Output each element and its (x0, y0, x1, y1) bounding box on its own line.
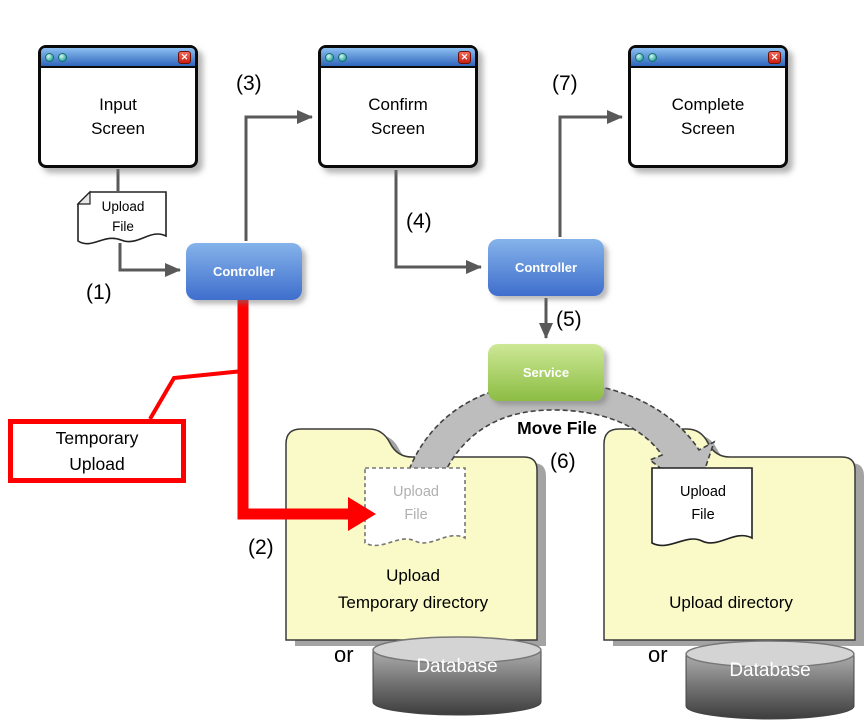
window-input-screen: ✕ Input Screen (38, 45, 198, 168)
window-control-icon (45, 52, 54, 62)
step-7-label: (7) (552, 72, 578, 95)
window-title: Complete Screen (671, 95, 745, 138)
database-cylinder-right (685, 640, 855, 720)
window-control-icon (325, 52, 334, 62)
step-1-label: (1) (86, 281, 112, 304)
step-4-label: (4) (406, 210, 432, 233)
window-control-icon (648, 52, 657, 62)
database-label-right: Database (729, 660, 811, 681)
service-label: Service (522, 365, 570, 380)
window-titlebar: ✕ (321, 48, 475, 68)
step-3-label: (3) (236, 72, 262, 95)
temporary-upload-callout: Temporary Upload (8, 419, 186, 483)
temporary-upload-callout-line (148, 369, 244, 421)
window-complete-screen: ✕ Complete Screen (628, 45, 788, 168)
move-file-label: Move File (517, 418, 597, 438)
service-box: Service (488, 344, 604, 401)
step-5-label: (5) (556, 308, 582, 331)
window-titlebar: ✕ (631, 48, 785, 68)
upload-file-label-temp: Upload File (393, 484, 439, 523)
temporary-upload-arrowhead (348, 497, 376, 531)
close-icon: ✕ (178, 50, 191, 64)
window-title: Input Screen (91, 95, 145, 138)
upload-file-label-source: Upload File (101, 199, 145, 234)
upload-file-doc-source (77, 191, 167, 245)
temporary-upload-label: Temporary Upload (55, 428, 139, 474)
controller-box-1: Controller (186, 243, 302, 300)
controller-label: Controller (514, 260, 578, 275)
database-cylinder-left (372, 636, 542, 716)
or-label-right: or (648, 642, 668, 667)
arrow-step1 (118, 243, 181, 277)
or-label-left: or (334, 642, 354, 667)
window-control-icon (58, 52, 67, 62)
upload-file-doc-final (651, 467, 753, 547)
upload-file-label-final: Upload File (680, 484, 726, 523)
window-titlebar: ✕ (41, 48, 195, 68)
upload-file-doc-source-fold (76, 190, 91, 205)
folder-temp-caption: Upload Temporary directory (337, 566, 489, 612)
window-control-icon (635, 52, 644, 62)
arrow-step3 (244, 110, 313, 241)
window-control-icon (338, 52, 347, 62)
close-icon: ✕ (768, 50, 781, 64)
controller-label: Controller (212, 264, 276, 279)
arrow-step7 (558, 110, 623, 237)
arrow-step4 (394, 170, 482, 274)
upload-file-doc-temp (364, 467, 466, 547)
window-confirm-screen: ✕ Confirm Screen (318, 45, 478, 168)
step-6-label: (6) (550, 450, 576, 473)
controller-box-2: Controller (488, 239, 604, 296)
database-label-left: Database (416, 656, 498, 677)
close-icon: ✕ (458, 50, 471, 64)
temporary-upload-arrow (237, 294, 348, 520)
step-2-label: (2) (248, 536, 274, 559)
folder-final-caption: Upload directory (669, 593, 793, 612)
window-title: Confirm Screen (368, 95, 428, 138)
